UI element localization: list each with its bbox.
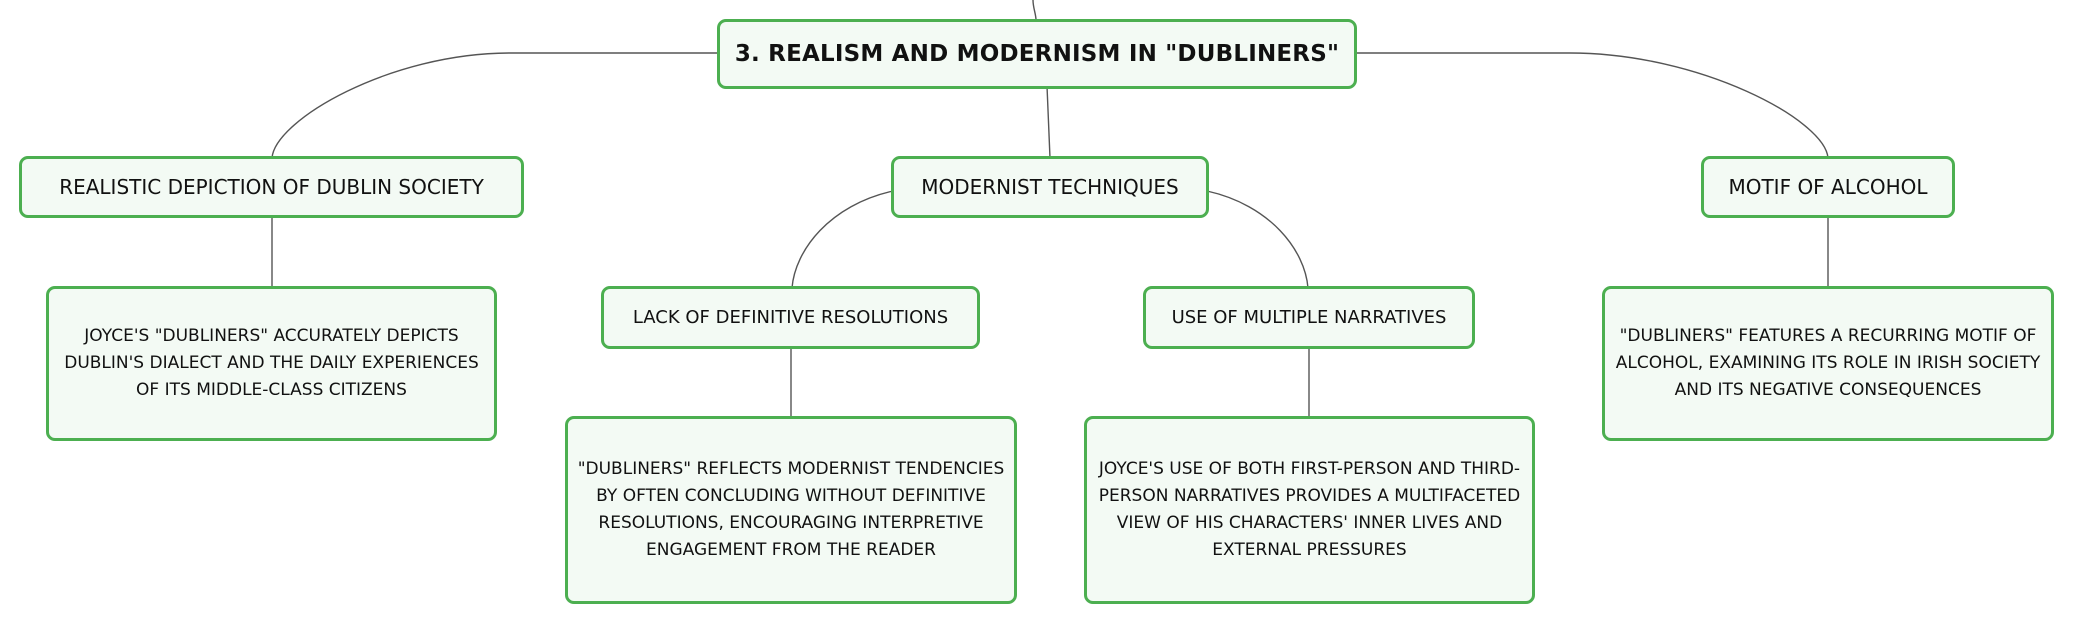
central-topic-label: 3. REALISM AND MODERNISM IN "DUBLINERS" [734, 41, 1340, 67]
central-topic-node[interactable]: 3. REALISM AND MODERNISM IN "DUBLINERS" [717, 19, 1357, 89]
detail-alcohol-motif-text: "DUBLINERS" FEATURES A RECURRING MOTIF O… [1615, 326, 2041, 400]
detail-realistic-depiction[interactable]: JOYCE'S "DUBLINERS" ACCURATELY DEPICTS D… [46, 286, 497, 441]
subtopic-lack-of-resolutions-label: LACK OF DEFINITIVE RESOLUTIONS [632, 307, 949, 328]
topic-realistic-depiction-label: REALISTIC DEPICTION OF DUBLIN SOCIETY [59, 175, 484, 199]
detail-multiple-narratives-text: JOYCE'S USE OF BOTH FIRST-PERSON AND THI… [1098, 459, 1521, 560]
subtopic-multiple-narratives[interactable]: USE OF MULTIPLE NARRATIVES [1143, 286, 1475, 349]
connector-root-to-modernist [1046, 85, 1051, 159]
connector-incoming-root [1032, 0, 1037, 21]
topic-modernist-techniques[interactable]: MODERNIST TECHNIQUES [891, 156, 1209, 218]
detail-realistic-depiction-text: JOYCE'S "DUBLINERS" ACCURATELY DEPICTS D… [64, 326, 479, 400]
connector-modernist-to-narratives [1206, 190, 1309, 289]
detail-multiple-narratives[interactable]: JOYCE'S USE OF BOTH FIRST-PERSON AND THI… [1084, 416, 1535, 604]
connector-root-to-realistic [271, 52, 719, 159]
subtopic-multiple-narratives-label: USE OF MULTIPLE NARRATIVES [1171, 307, 1447, 328]
connector-modernist-to-lack [791, 190, 894, 289]
topic-motif-of-alcohol[interactable]: MOTIF OF ALCOHOL [1701, 156, 1955, 218]
topic-modernist-techniques-label: MODERNIST TECHNIQUES [921, 175, 1179, 199]
detail-lack-of-resolutions[interactable]: "DUBLINERS" REFLECTS MODERNIST TENDENCIE… [565, 416, 1017, 604]
detail-alcohol-motif[interactable]: "DUBLINERS" FEATURES A RECURRING MOTIF O… [1602, 286, 2054, 441]
topic-motif-of-alcohol-label: MOTIF OF ALCOHOL [1728, 175, 1928, 199]
connector-root-to-alcohol [1355, 52, 1829, 159]
topic-realistic-depiction[interactable]: REALISTIC DEPICTION OF DUBLIN SOCIETY [19, 156, 524, 218]
subtopic-lack-of-resolutions[interactable]: LACK OF DEFINITIVE RESOLUTIONS [601, 286, 980, 349]
detail-lack-of-resolutions-text: "DUBLINERS" REFLECTS MODERNIST TENDENCIE… [577, 459, 1005, 560]
